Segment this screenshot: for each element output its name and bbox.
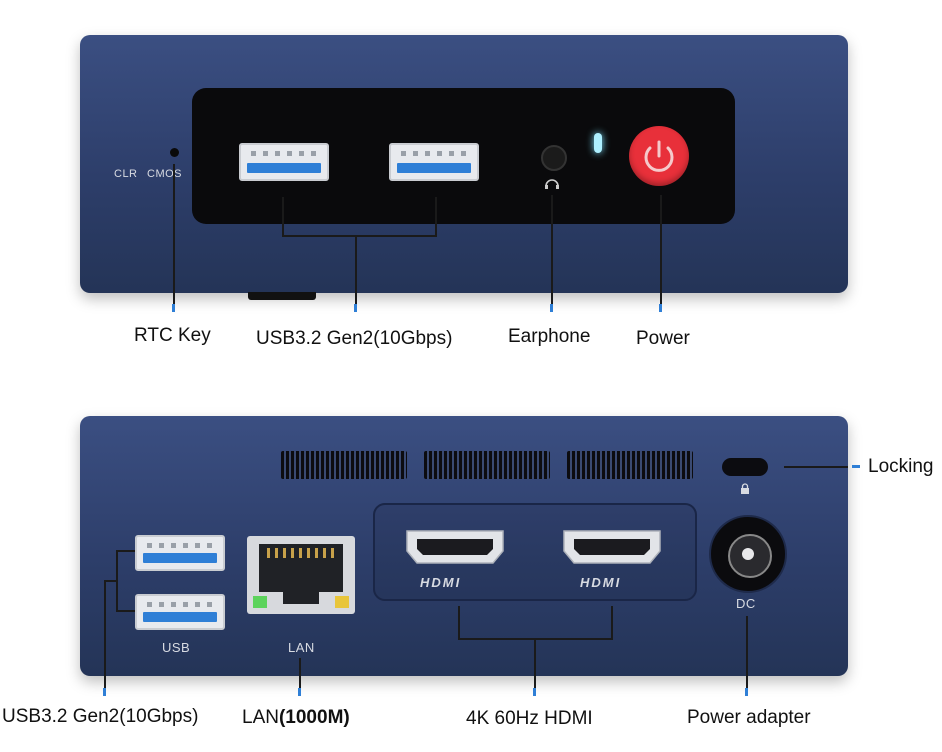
front-usb-port-1 [239,143,329,181]
cmos-label: CMOS [147,168,182,180]
hdmi-logo-1: HDMI [420,575,462,590]
earphone-jack [541,145,567,171]
vent-2 [424,451,550,479]
hdmi-bracket-right [611,606,613,640]
power-adapter-label: Power adapter [687,707,811,728]
back-usb-label: USB3.2 Gen2(10Gbps) [2,706,199,727]
usb-callout-line [355,235,357,305]
lan-small-label: LAN [288,640,315,655]
hdmi-callout-line [534,638,536,688]
dc-tick [745,688,748,696]
dc-small-label: DC [736,596,756,611]
usb-back-bracket-top [116,550,135,552]
usb-back-bracket-bottom [116,610,135,612]
lan-label-value: (1000M) [278,707,350,728]
lan-callout-line [299,658,301,688]
earphone-tick [550,304,553,312]
locking-label: Locking [868,456,934,477]
back-usb-port-1 [135,535,225,571]
hdmi-port-2 [560,527,664,567]
earphone-callout-line [551,195,553,305]
power-icon [644,140,674,172]
lan-led-yellow [335,596,349,608]
lock-icon [740,482,750,494]
usb-back-tick [103,688,106,696]
power-tick [659,304,662,312]
usb-bracket-right [435,197,437,237]
rtc-key-label: RTC Key [134,325,211,346]
rtc-callout-line [173,164,175,304]
power-callout-line [660,195,662,305]
front-usb-port-2 [389,143,479,181]
lan-port [247,536,355,614]
dc-jack [709,515,787,593]
usb-small-label: USB [162,640,191,655]
vent-1 [281,451,407,479]
lan-label-prefix: LAN [242,707,279,728]
hdmi-bracket-left [458,606,460,640]
power-button [629,126,689,186]
hdmi-port-1 [403,527,507,567]
clr-label: CLR [114,168,138,180]
usb-tick [354,304,357,312]
hdmi-label: 4K 60Hz HDMI [466,708,593,729]
back-usb-port-2 [135,594,225,630]
usb-back-callout-line [104,580,118,582]
front-usb-label: USB3.2 Gen2(10Gbps) [256,328,453,349]
locking-tick [852,465,860,468]
kensington-lock-slot [722,458,768,476]
usb-bracket-bottom [282,235,437,237]
hdmi-logo-2: HDMI [580,575,622,590]
locking-callout-line [784,466,848,468]
usb-bracket-left [282,197,284,237]
headset-icon [544,176,560,190]
rtc-tick [172,304,175,312]
lan-tick [298,688,301,696]
power-label: Power [636,328,690,349]
vent-3 [567,451,693,479]
front-foot-left [248,292,316,300]
hdmi-tick [533,688,536,696]
lan-led-green [253,596,267,608]
clr-cmos-hole [170,148,179,157]
earphone-label: Earphone [508,326,591,347]
status-led [594,133,602,153]
dc-callout-line [746,616,748,688]
usb-back-callout-vertical [104,580,106,688]
lan-label: LAN(1000M) [242,707,350,729]
